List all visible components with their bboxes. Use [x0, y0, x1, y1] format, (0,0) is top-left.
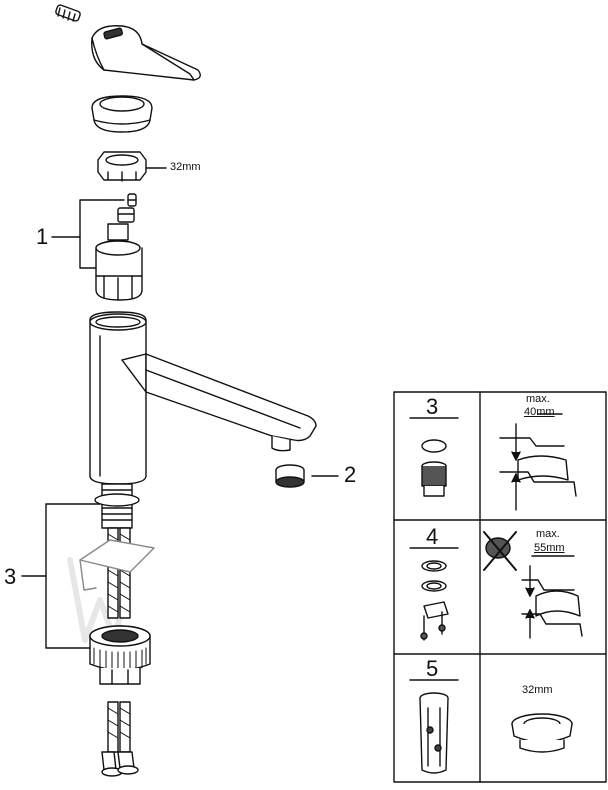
legend-number-5: 5	[426, 656, 439, 681]
counter-thickness-40mm-icon	[499, 413, 577, 511]
legend-number-3: 3	[426, 394, 439, 419]
legend-panel	[393, 391, 607, 783]
set-screw	[55, 4, 81, 22]
faucet-spout	[121, 353, 317, 452]
mounting-nut	[89, 625, 151, 685]
hose-ends	[101, 701, 139, 777]
legend-number-4: 4	[426, 524, 439, 549]
callout-label-2: 2	[344, 462, 357, 487]
not-allowed-aerator-icon	[483, 531, 517, 571]
aerator-detail-icon	[421, 439, 447, 497]
callout-label-1: 1	[36, 224, 49, 249]
threaded-shank	[94, 483, 140, 529]
washer-set-icon	[420, 560, 449, 641]
legend-3-max-label: max.	[526, 393, 550, 405]
aerator	[275, 464, 339, 488]
hex-nut	[97, 151, 167, 182]
cartridge-screw	[117, 193, 137, 223]
faucet-body	[89, 311, 147, 485]
legend-4-max-label: max.	[536, 528, 560, 540]
lever-handle	[91, 25, 201, 81]
cap-ring	[91, 95, 153, 133]
cartridge	[95, 223, 143, 301]
legend-4-max-value: 55mm	[534, 542, 565, 554]
counter-thickness-55mm-icon	[521, 555, 583, 639]
nut-size-label: 32mm	[170, 161, 201, 173]
nut-tool-icon	[419, 692, 449, 774]
callout-bracket-1	[51, 199, 125, 269]
callout-bracket-3	[21, 503, 101, 649]
nut-32mm-icon	[511, 713, 573, 753]
legend-5-nut-size: 32mm	[522, 684, 553, 696]
callout-label-3: 3	[4, 564, 17, 589]
legend-3-max-value: 40mm	[524, 406, 555, 418]
mounting-plate	[79, 539, 155, 591]
